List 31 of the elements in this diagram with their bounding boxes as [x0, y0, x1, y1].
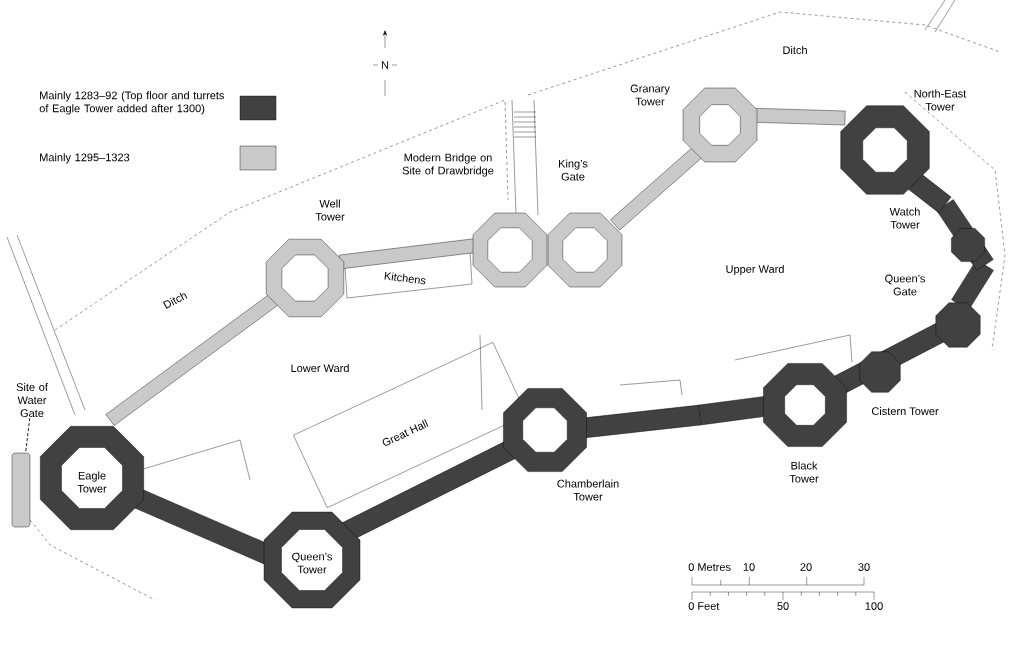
scale-label: 100	[865, 602, 883, 610]
place-label: Watch Tower	[889, 207, 920, 229]
compass-letter: N	[381, 61, 389, 69]
leader-line	[25, 417, 31, 454]
place-label: King’s Gate	[559, 159, 588, 181]
scale-label: 20	[800, 563, 812, 571]
ditch-label: Ditch	[163, 292, 188, 309]
scale-label: 0 Feet	[688, 602, 720, 610]
place-label: Chamberlain Tower	[557, 479, 619, 501]
place-label: Upper Ward	[726, 264, 784, 276]
place-label: Well Tower	[315, 199, 345, 221]
scale-label: 10	[743, 563, 755, 571]
place-label: North-East Tower	[914, 89, 967, 111]
place-label: Great Hall	[382, 419, 429, 446]
scale-label: 30	[858, 563, 870, 571]
legend-text: Mainly 1283–92 (Top floor and turrets of Eagle Tower added after 1300)	[39, 91, 225, 115]
scale-label: 50	[777, 602, 789, 610]
place-label: Queen’s Gate	[885, 274, 925, 296]
place-label: Eagle Tower	[77, 471, 107, 493]
scale-label: 0 Metres	[688, 563, 731, 571]
place-label: Lower Ward	[291, 363, 349, 373]
place-label: Granary Tower	[630, 84, 670, 106]
ditch-label: Ditch	[783, 45, 807, 55]
place-label: Cistern Tower	[871, 406, 939, 416]
place-label: Black Tower	[789, 461, 819, 483]
place-label: Queen’s Tower	[292, 552, 332, 574]
water-gate-steps	[11, 452, 31, 528]
place-label: Kitchens	[384, 271, 426, 285]
place-label: Modern Bridge on Site of Drawbridge	[402, 153, 494, 177]
legend-text: Mainly 1295–1323	[40, 153, 130, 164]
place-label: Site of Water Gate	[16, 382, 48, 418]
